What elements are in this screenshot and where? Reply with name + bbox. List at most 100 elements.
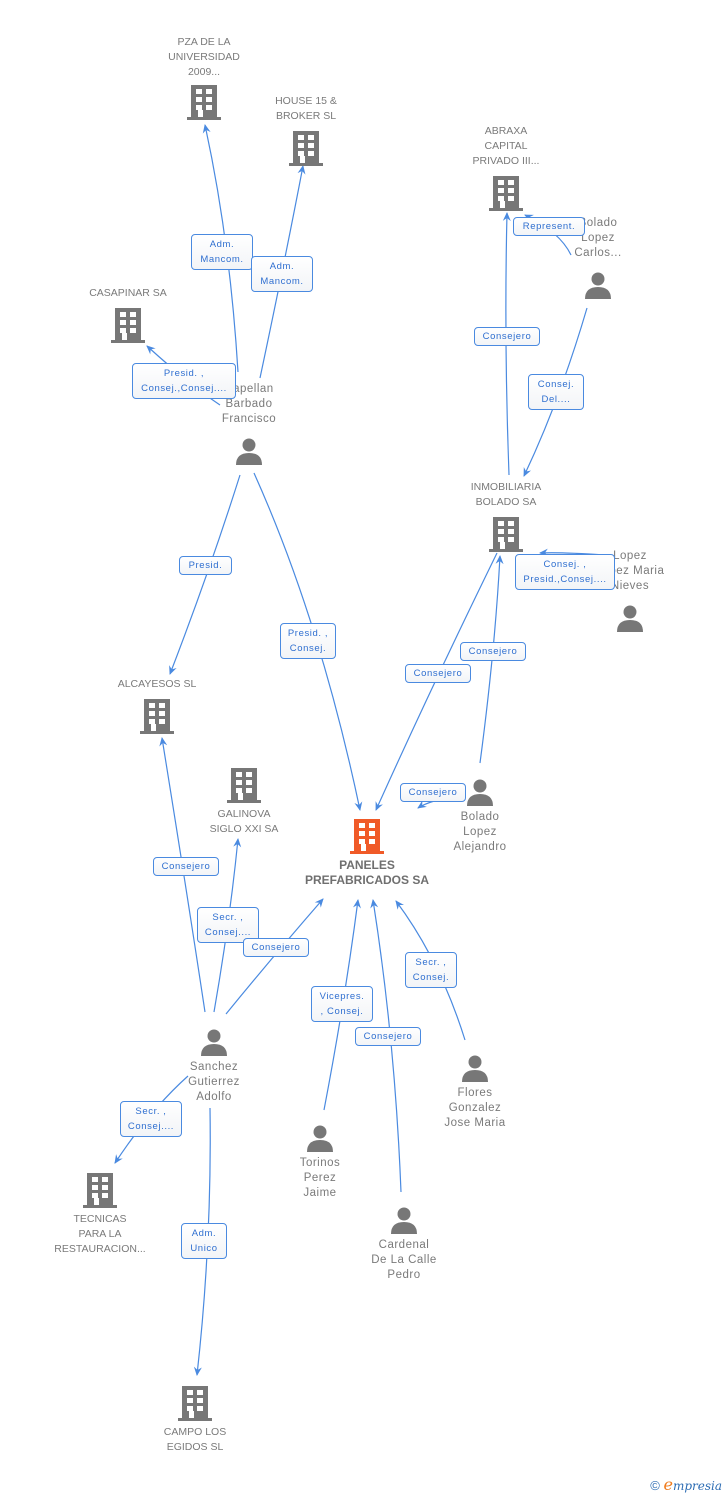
edge-label-line: Consej.,Consej.... (141, 383, 227, 394)
person-name-line: Gonzalez (448, 1102, 502, 1114)
person-name-line: Jaime (303, 1187, 337, 1199)
company-node-house15[interactable]: HOUSE 15 & BROKER SL (256, 94, 356, 166)
building-icon (489, 517, 523, 552)
person-name-line: Francisco (221, 413, 277, 425)
edge-label-secr-consej[interactable]: Secr. , Consej.... (197, 907, 259, 943)
copyright-brand: © empresia (650, 1475, 722, 1494)
edge-label-vicepres-consej[interactable]: Vicepres. , Consej. (311, 986, 373, 1022)
edge-label-consejero[interactable]: Consejero (243, 938, 309, 957)
building-icon (111, 308, 145, 343)
person-name-line: Carlos... (574, 247, 622, 259)
edge-label-line: Consej. (537, 379, 575, 390)
person-name-line: Nieves (610, 580, 650, 592)
building-icon (227, 768, 261, 803)
edge-label-adm-unico[interactable]: Adm. Unico (181, 1223, 227, 1259)
person-node-sanchez[interactable]: Sanchez Gutierrez Adolfo (164, 1028, 264, 1105)
edge-label-adm-mancom[interactable]: Adm. Mancom. (251, 256, 313, 292)
edge-label-line: Presid. , (163, 368, 205, 379)
edge-label-line: Del.... (541, 394, 571, 405)
person-name-line: Torinos (299, 1157, 341, 1169)
company-name-line: EGIDOS SL (166, 1441, 224, 1453)
person-icon (391, 1207, 417, 1234)
person-name-line: Bolado (578, 217, 618, 229)
company-name-line: PZA DE LA (177, 36, 231, 48)
main-company-name-line1: PANELES (339, 858, 395, 872)
company-node-pza[interactable]: PZA DE LA UNIVERSIDAD 2009... (154, 35, 254, 120)
edge-label-line: Adm. (191, 1228, 217, 1239)
edge-label-line: Represent. (522, 221, 576, 232)
person-icon (236, 438, 262, 465)
edge-cardenal-paneles (370, 899, 402, 1193)
edge-label-consej-del[interactable]: Consej. Del.... (528, 374, 584, 410)
person-name-line: Gutierrez (188, 1076, 240, 1088)
edge-label-presid-consej[interactable]: Presid. , Consej. (280, 623, 336, 659)
copyright-symbol: © (650, 1478, 660, 1493)
edge-label-consejero[interactable]: Consejero (355, 1027, 421, 1046)
edge-label-presid[interactable]: Presid. (179, 556, 232, 575)
building-icon (489, 176, 523, 211)
person-icon (467, 779, 493, 806)
company-node-galinova[interactable]: GALINOVA SIGLO XXI SA (194, 767, 294, 837)
person-icon (585, 272, 611, 299)
edge-label-adm-mancom[interactable]: Adm. Mancom. (191, 234, 253, 270)
edge-label-consej-presid[interactable]: Consej. , Presid.,Consej.... (515, 554, 615, 590)
edge-label-line: Consej. , (543, 559, 587, 570)
person-node-capellan[interactable]: Capellan Barbado Francisco (199, 382, 299, 465)
edge-label-secr-consej[interactable]: Secr. , Consej.... (120, 1101, 182, 1137)
edge-label-line: Consej. (412, 972, 450, 983)
company-name-line: RESTAURACION... (54, 1243, 146, 1255)
edge-label-consejero[interactable]: Consejero (153, 857, 219, 876)
edge-label-line: Presid.,Consej.... (523, 574, 607, 585)
edge-label-line: Presid. (188, 560, 223, 571)
person-icon (307, 1125, 333, 1152)
edge-label-line: Adm. (209, 239, 235, 250)
edge-label-line: Mancom. (260, 276, 304, 287)
company-node-campo[interactable]: CAMPO LOS EGIDOS SL (145, 1385, 245, 1455)
edge-label-line: Consejero (468, 646, 518, 657)
edge-label-line: Consej. (289, 643, 327, 654)
company-node-inmobiliaria[interactable]: INMOBILIARIA BOLADO SA (456, 480, 556, 552)
building-icon (350, 819, 384, 854)
edge-label-presid-consej[interactable]: Presid. , Consej.,Consej.... (132, 363, 236, 399)
edge-label-line: Adm. (269, 261, 295, 272)
edge-label-consejero[interactable]: Consejero (400, 783, 466, 802)
company-name-line: ABRAXA (484, 125, 528, 137)
main-company-name-line2: PREFABRICADOS SA (304, 873, 429, 887)
person-name-line: Pedro (387, 1269, 421, 1281)
person-node-bolado-alejandro[interactable]: Bolado Lopez Alejandro (430, 778, 530, 855)
company-node-tecnicas[interactable]: TECNICAS PARA LA RESTAURACION... (45, 1172, 155, 1257)
company-name-line: PRIVADO III... (472, 155, 540, 167)
company-node-abraxa[interactable]: ABRAXA CAPITAL PRIVADO III... (456, 124, 556, 211)
edge-label-line: , Consej. (320, 1006, 364, 1017)
company-node-casapinar[interactable]: CASAPINAR SA (78, 286, 178, 343)
building-icon (289, 131, 323, 166)
person-node-cardenal[interactable]: Cardenal De La Calle Pedro (354, 1206, 454, 1283)
company-name-line: BOLADO SA (475, 496, 537, 508)
company-name-line: BROKER SL (275, 110, 337, 122)
edge-label-line: Consejero (482, 331, 532, 342)
edge-label-line: Consejero (363, 1031, 413, 1042)
person-icon (462, 1055, 488, 1082)
edge-label-consejero[interactable]: Consejero (405, 664, 471, 683)
edge-inmobiliaria-paneles (375, 552, 498, 811)
edge-label-consejero[interactable]: Consejero (460, 642, 526, 661)
edge-label-line: Unico (190, 1243, 218, 1254)
company-name-line: SIGLO XXI SA (209, 823, 279, 835)
person-node-torinos[interactable]: Torinos Perez Jaime (270, 1124, 370, 1201)
person-node-flores[interactable]: Flores Gonzalez Jose Maria (425, 1054, 525, 1131)
edge-label-line: Consejero (413, 668, 463, 679)
company-name-line: PARA LA (78, 1228, 122, 1240)
company-name-line: 2009... (187, 66, 221, 78)
edge-label-represent[interactable]: Represent. (513, 217, 585, 236)
edge-label-line: Presid. , (287, 628, 329, 639)
building-icon (178, 1386, 212, 1421)
edge-label-line: Vicepres. (319, 991, 365, 1002)
company-name-line: CAPITAL (484, 140, 528, 152)
person-node-bolado-carlos[interactable]: Bolado Lopez Carlos... (548, 216, 648, 299)
main-company-node[interactable]: PANELES PREFABRICADOS SA (297, 818, 437, 888)
edge-label-secr-consej[interactable]: Secr. , Consej. (405, 952, 457, 988)
person-name-line: Lopez (613, 550, 647, 562)
edge-label-line: Secr. , (415, 957, 447, 968)
company-node-alcayesos[interactable]: ALCAYESOS SL (107, 677, 207, 734)
edge-label-consejero[interactable]: Consejero (474, 327, 540, 346)
